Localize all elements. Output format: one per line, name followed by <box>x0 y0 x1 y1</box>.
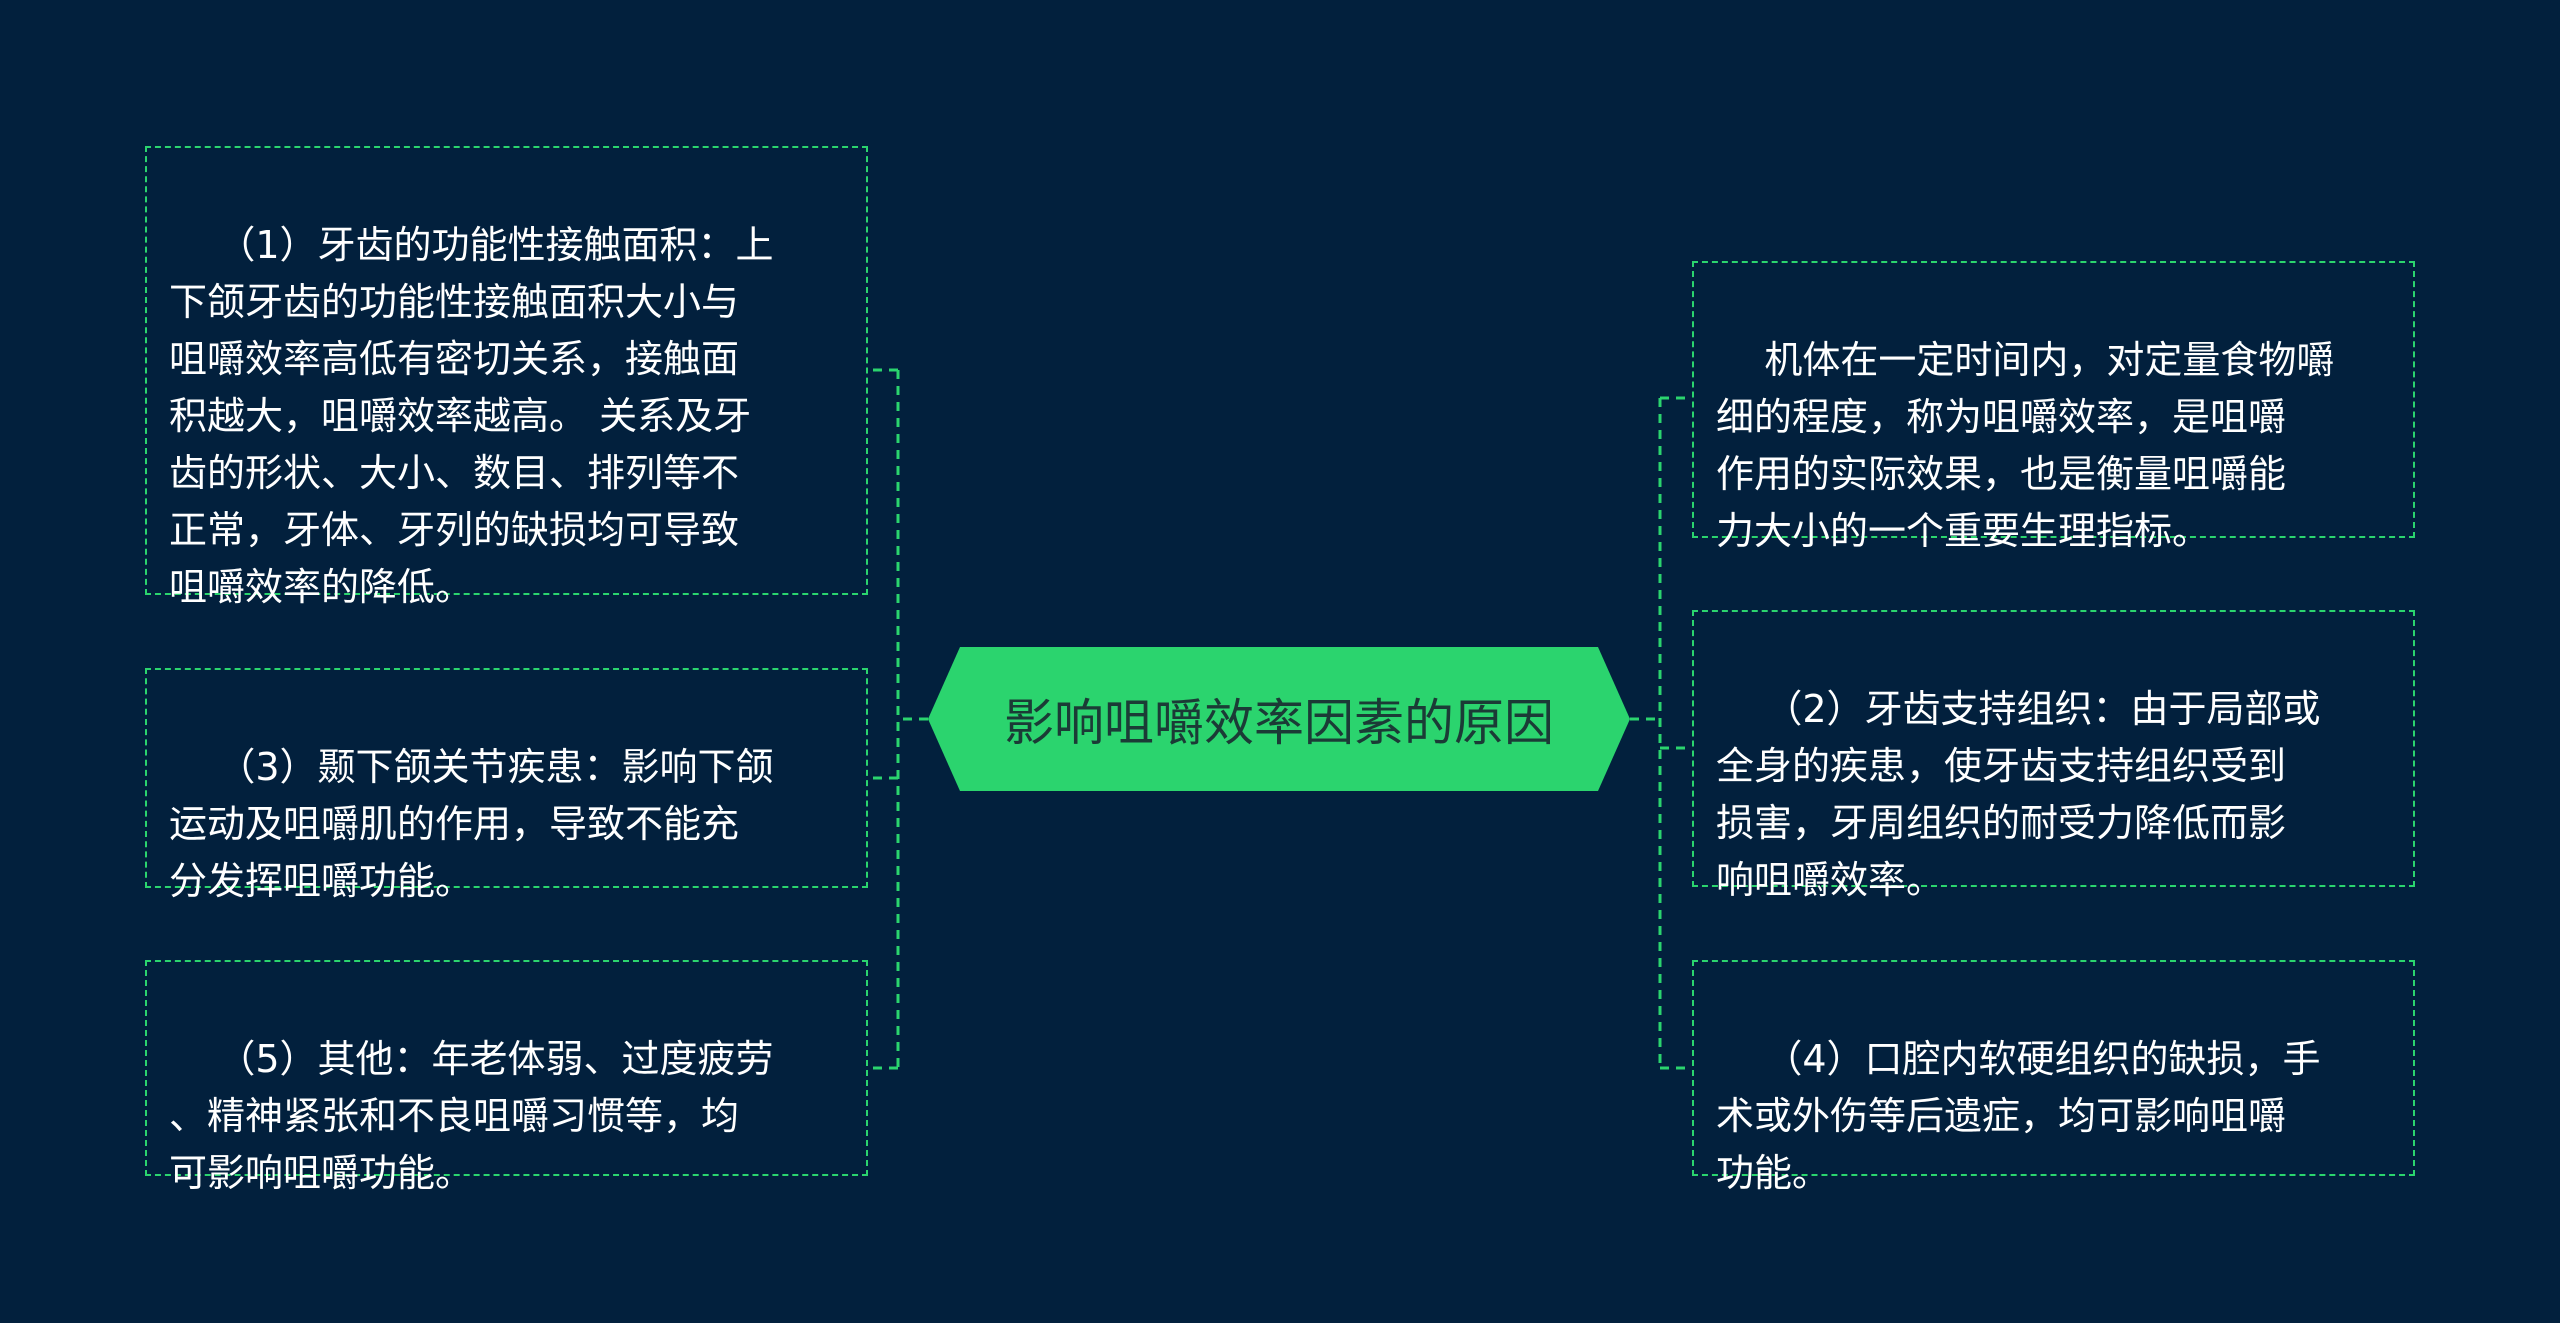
topic-node-factor-3[interactable]: （3）颞下颌关节疾患：影响下颌 运动及咀嚼肌的作用，导致不能充 分发挥咀嚼功能。 <box>145 668 868 903</box>
topic-node-factor-5[interactable]: （5）其他：年老体弱、过度疲劳 、精神紧张和不良咀嚼习惯等，均 可影响咀嚼功能。 <box>145 960 868 1195</box>
topic-node-text: （5）其他：年老体弱、过度疲劳 、精神紧张和不良咀嚼习惯等，均 可影响咀嚼功能。 <box>169 1037 774 1195</box>
topic-node-text: （1）牙齿的功能性接触面积：上 下颌牙齿的功能性接触面积大小与 咀嚼效率高低有密… <box>169 223 774 609</box>
topic-node-factor-2[interactable]: （2）牙齿支持组织：由于局部或 全身的疾患，使牙齿支持组织受到 损害，牙周组织的… <box>1692 610 2415 902</box>
central-topic-label: 影响咀嚼效率因素的原因 <box>1004 694 1554 752</box>
topic-node-text: （4）口腔内软硬组织的缺损，手 术或外伤等后遗症，均可影响咀嚼 功能。 <box>1716 1037 2321 1195</box>
topic-node-factor-4[interactable]: （4）口腔内软硬组织的缺损，手 术或外伤等后遗症，均可影响咀嚼 功能。 <box>1692 960 2415 1195</box>
central-topic[interactable]: 影响咀嚼效率因素的原因 <box>928 647 1630 791</box>
topic-node-text: 机体在一定时间内，对定量食物嚼 细的程度，称为咀嚼效率，是咀嚼 作用的实际效果，… <box>1716 338 2335 553</box>
topic-node-factor-1[interactable]: （1）牙齿的功能性接触面积：上 下颌牙齿的功能性接触面积大小与 咀嚼效率高低有密… <box>145 146 868 609</box>
topic-node-text: （3）颞下颌关节疾患：影响下颌 运动及咀嚼肌的作用，导致不能充 分发挥咀嚼功能。 <box>169 745 774 903</box>
topic-node-definition[interactable]: 机体在一定时间内，对定量食物嚼 细的程度，称为咀嚼效率，是咀嚼 作用的实际效果，… <box>1692 261 2415 553</box>
topic-node-text: （2）牙齿支持组织：由于局部或 全身的疾患，使牙齿支持组织受到 损害，牙周组织的… <box>1716 687 2321 902</box>
